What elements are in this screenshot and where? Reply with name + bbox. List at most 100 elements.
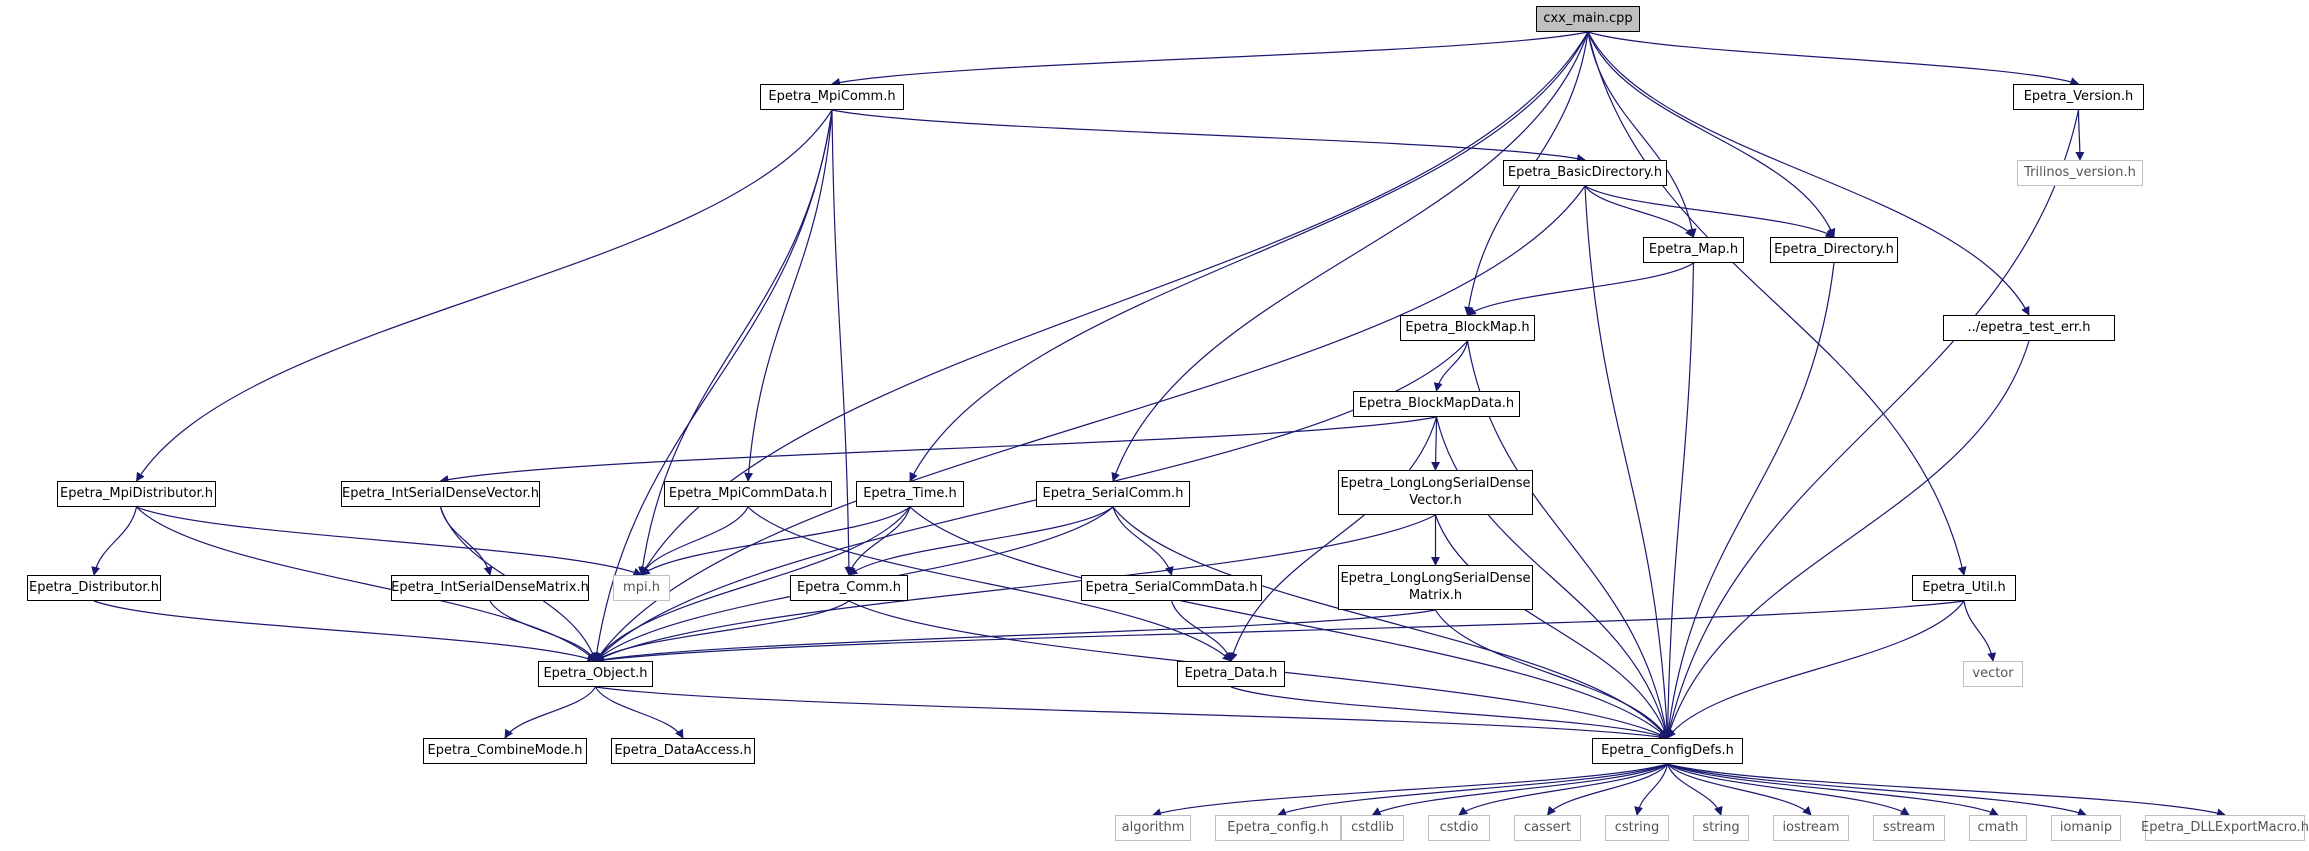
- edge-serialcommdata-to-data: [1170, 600, 1233, 662]
- edge-cxx_main-to-serialcomm: [1111, 31, 1589, 482]
- edge-mpicomm-to-mpidist: [135, 109, 833, 482]
- edge-test_err-to-configdefs: [1665, 340, 2030, 739]
- node-epetra-dllexportmacro[interactable]: Epetra_DLLExportMacro.h: [2141, 815, 2309, 841]
- edge-distributor-to-object: [93, 600, 597, 663]
- node-epetra-blockmap[interactable]: Epetra_BlockMap.h: [1400, 315, 1535, 341]
- node-iostream[interactable]: iostream: [1773, 815, 1849, 841]
- node-mpi-h[interactable]: mpi.h: [613, 575, 670, 601]
- edge-object-to-dataaccess: [594, 686, 684, 739]
- edge-time-to-mpi: [640, 506, 911, 576]
- edge-llmat-to-object: [594, 609, 1436, 664]
- edge-configdefs-to-dllexport: [1667, 763, 2226, 818]
- edge-util-to-object: [594, 600, 1965, 665]
- edge-llmat-to-configdefs: [1434, 609, 1669, 739]
- edge-mpicommdata-to-data: [747, 506, 1232, 662]
- edge-util-to-vector: [1963, 600, 1997, 662]
- node-epetra-distributor[interactable]: Epetra_Distributor.h: [27, 575, 161, 601]
- node-epetra-serialcommdata[interactable]: Epetra_SerialCommData.h: [1081, 575, 1262, 601]
- edge-mpicomm-to-mpicommdata: [744, 109, 833, 482]
- node-epetra-basicdirectory[interactable]: Epetra_BasicDirectory.h: [1503, 160, 1667, 186]
- node-cassert[interactable]: cassert: [1514, 815, 1581, 841]
- node-epetra-mpidistributor[interactable]: Epetra_MpiDistributor.h: [57, 481, 216, 507]
- edge-cxx_main-to-time: [909, 31, 1589, 482]
- edge-time-to-configdefs: [909, 506, 1669, 739]
- node-epetra-directory[interactable]: Epetra_Directory.h: [1770, 237, 1898, 263]
- node-epetra-object[interactable]: Epetra_Object.h: [538, 661, 653, 687]
- edge-configdefs-to-sstream: [1667, 763, 1910, 816]
- edge-layer: [91, 31, 2226, 818]
- node-string[interactable]: string: [1693, 815, 1749, 841]
- node-epetra-longlongserialdense-vector[interactable]: Epetra_LongLongSerialDense Vector.h: [1338, 470, 1533, 515]
- node-epetra-data[interactable]: Epetra_Data.h: [1177, 661, 1285, 687]
- node-cxx-main[interactable]: cxx_main.cpp: [1536, 6, 1640, 32]
- node-epetra-intserialdensevector[interactable]: Epetra_IntSerialDenseVector.h: [341, 481, 540, 507]
- node-sstream[interactable]: sstream: [1873, 815, 1945, 841]
- edge-version-to-trilinos_version: [2075, 109, 2085, 161]
- edge-basicdir-to-object: [594, 185, 1586, 662]
- node-epetra-util[interactable]: Epetra_Util.h: [1912, 575, 2016, 601]
- edge-llvec-to-configdefs: [1434, 514, 1670, 739]
- edge-cxx_main-to-map: [1587, 31, 1697, 238]
- edge-version-to-configdefs: [1664, 109, 2080, 739]
- node-epetra-mpicomm[interactable]: Epetra_MpiComm.h: [760, 84, 904, 110]
- edge-cxx_main-to-util: [1587, 31, 1967, 576]
- edge-object-to-combinemode: [504, 686, 597, 739]
- node-algorithm[interactable]: algorithm: [1115, 815, 1191, 841]
- edge-blockmapdata-to-data: [1228, 416, 1438, 662]
- edge-map-to-configdefs: [1663, 262, 1695, 739]
- edge-cxx_main-to-version: [1587, 31, 2080, 86]
- edge-configdefs-to-cassert: [1546, 763, 1668, 816]
- edge-intmat-to-object: [489, 600, 597, 662]
- edge-mpidist-to-distributor: [91, 506, 138, 576]
- node-epetra-mpicommdata[interactable]: Epetra_MpiCommData.h: [664, 481, 832, 507]
- node-iomanip[interactable]: iomanip: [2051, 815, 2121, 841]
- node-epetra-serialcomm[interactable]: Epetra_SerialComm.h: [1036, 481, 1190, 507]
- edge-util-to-configdefs: [1666, 600, 1965, 739]
- edge-configdefs-to-epetra_config: [1277, 763, 1668, 817]
- edge-serialcomm-to-serialcommdata: [1112, 506, 1174, 576]
- node-cstdlib[interactable]: cstdlib: [1341, 815, 1404, 841]
- node-epetra-config[interactable]: Epetra_config.h: [1215, 815, 1341, 841]
- edge-configdefs-to-cstring: [1634, 763, 1669, 816]
- edge-mpicomm-to-basicdir: [831, 109, 1586, 163]
- node-cmath[interactable]: cmath: [1969, 815, 2027, 841]
- node-epetra-time[interactable]: Epetra_Time.h: [856, 481, 964, 507]
- edge-cxx_main-to-mpi: [640, 31, 1589, 576]
- edge-intvec-to-intmat: [439, 506, 493, 576]
- node-cstring[interactable]: cstring: [1605, 815, 1669, 841]
- node-cstdio[interactable]: cstdio: [1428, 815, 1490, 841]
- edge-data-to-configdefs: [1230, 686, 1669, 740]
- edge-cxx_main-to-test_err: [1587, 31, 2030, 316]
- node-epetra-configdefs[interactable]: Epetra_ConfigDefs.h: [1592, 738, 1743, 764]
- node-epetra-dataaccess[interactable]: Epetra_DataAccess.h: [611, 738, 755, 764]
- node-trilinos-version[interactable]: Trilinos_version.h: [2017, 160, 2143, 186]
- edge-time-to-object: [594, 506, 911, 662]
- edge-comm-to-object: [594, 600, 850, 662]
- edge-blockmapdata-to-intvec: [439, 416, 1437, 484]
- node-epetra-combinemode[interactable]: Epetra_CombineMode.h: [423, 738, 587, 764]
- node-epetra-version[interactable]: Epetra_Version.h: [2013, 84, 2144, 110]
- node-epetra-test-err[interactable]: ../epetra_test_err.h: [1943, 315, 2115, 341]
- edge-directory-to-configdefs: [1663, 262, 1835, 739]
- node-epetra-comm[interactable]: Epetra_Comm.h: [790, 575, 908, 601]
- node-epetra-map[interactable]: Epetra_Map.h: [1643, 237, 1744, 263]
- edge-cxx_main-to-directory: [1587, 31, 1836, 238]
- edge-mpicommdata-to-mpi: [640, 506, 749, 576]
- edge-configdefs-to-cmath: [1667, 763, 1999, 816]
- edge-configdefs-to-cstdlib: [1371, 763, 1668, 816]
- edge-configdefs-to-iomanip: [1667, 763, 2087, 817]
- edge-blockmap-to-blockmapdata: [1433, 340, 1469, 392]
- node-vector[interactable]: vector: [1963, 661, 2023, 687]
- edge-configdefs-to-string: [1666, 763, 1723, 816]
- edge-mpicomm-to-comm: [831, 109, 854, 576]
- node-epetra-blockmapdata[interactable]: Epetra_BlockMapData.h: [1353, 391, 1520, 417]
- edge-configdefs-to-cstdio: [1458, 763, 1668, 816]
- node-epetra-intserialdensematrix[interactable]: Epetra_IntSerialDenseMatrix.h: [391, 575, 589, 601]
- edge-cxx_main-to-mpicomm: [831, 31, 1589, 87]
- edge-serialcomm-to-comm: [848, 506, 1114, 576]
- edge-configdefs-to-iostream: [1667, 763, 1812, 816]
- edge-blockmapdata-to-llvec: [1431, 416, 1441, 471]
- edge-serialcomm-to-configdefs: [1112, 506, 1669, 739]
- node-epetra-longlongserialdense-matrix[interactable]: Epetra_LongLongSerialDense Matrix.h: [1338, 565, 1533, 610]
